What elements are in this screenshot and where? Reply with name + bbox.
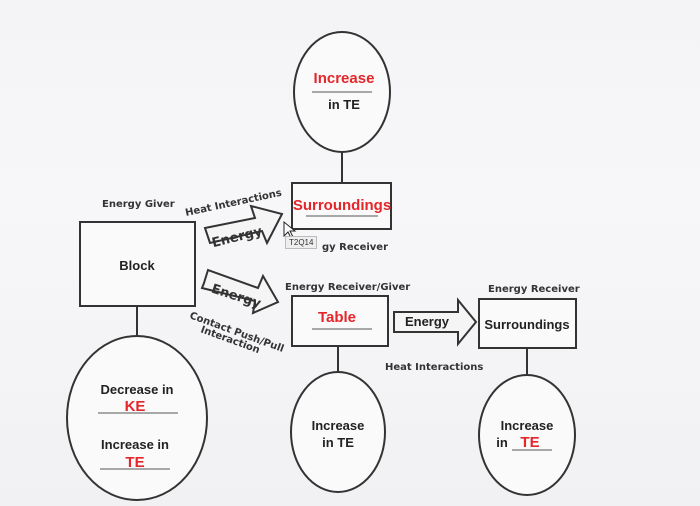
energy-giver-label: Energy Giver xyxy=(102,199,175,210)
top-circle-line1: Increase xyxy=(314,70,375,87)
table-circle-line1: Increase xyxy=(312,418,365,433)
table-circle xyxy=(290,371,386,493)
surroundings-top-label: Surroundings xyxy=(293,197,391,214)
right-circle-line3: TE xyxy=(520,434,539,451)
left-circle-line2: KE xyxy=(125,398,146,415)
tooltip: T2Q14 xyxy=(285,236,318,249)
arrow-top xyxy=(203,204,284,246)
arrow-right-label: Energy xyxy=(405,314,450,329)
arrow-right xyxy=(393,297,478,347)
left-circle xyxy=(66,335,208,501)
surroundings-top-box xyxy=(291,182,392,230)
table-circle-line2: in TE xyxy=(322,435,354,450)
left-circle-line1: Decrease in xyxy=(101,382,174,397)
arrow-middle xyxy=(200,268,280,315)
table-label: Table xyxy=(318,309,356,326)
surroundings-right-label: Surroundings xyxy=(484,317,569,332)
block-box xyxy=(79,221,196,307)
energy-receiver-giver-label: Energy Receiver/Giver xyxy=(285,282,410,293)
right-circle-line2: in xyxy=(496,435,508,450)
top-circle-line2: in TE xyxy=(328,97,360,112)
heat-interactions-bottom-label: Heat Interactions xyxy=(385,362,483,373)
table-box xyxy=(291,295,389,347)
energy-receiver-top-label: gy Receiver xyxy=(322,242,388,253)
left-circle-line3: Increase in xyxy=(101,437,169,452)
left-circle-line4: TE xyxy=(125,454,144,471)
right-circle-line1: Increase xyxy=(501,418,554,433)
right-circle xyxy=(478,374,576,496)
block-label: Block xyxy=(119,258,155,273)
energy-receiver-right-label: Energy Receiver xyxy=(488,284,580,295)
surroundings-right-box xyxy=(478,298,577,349)
